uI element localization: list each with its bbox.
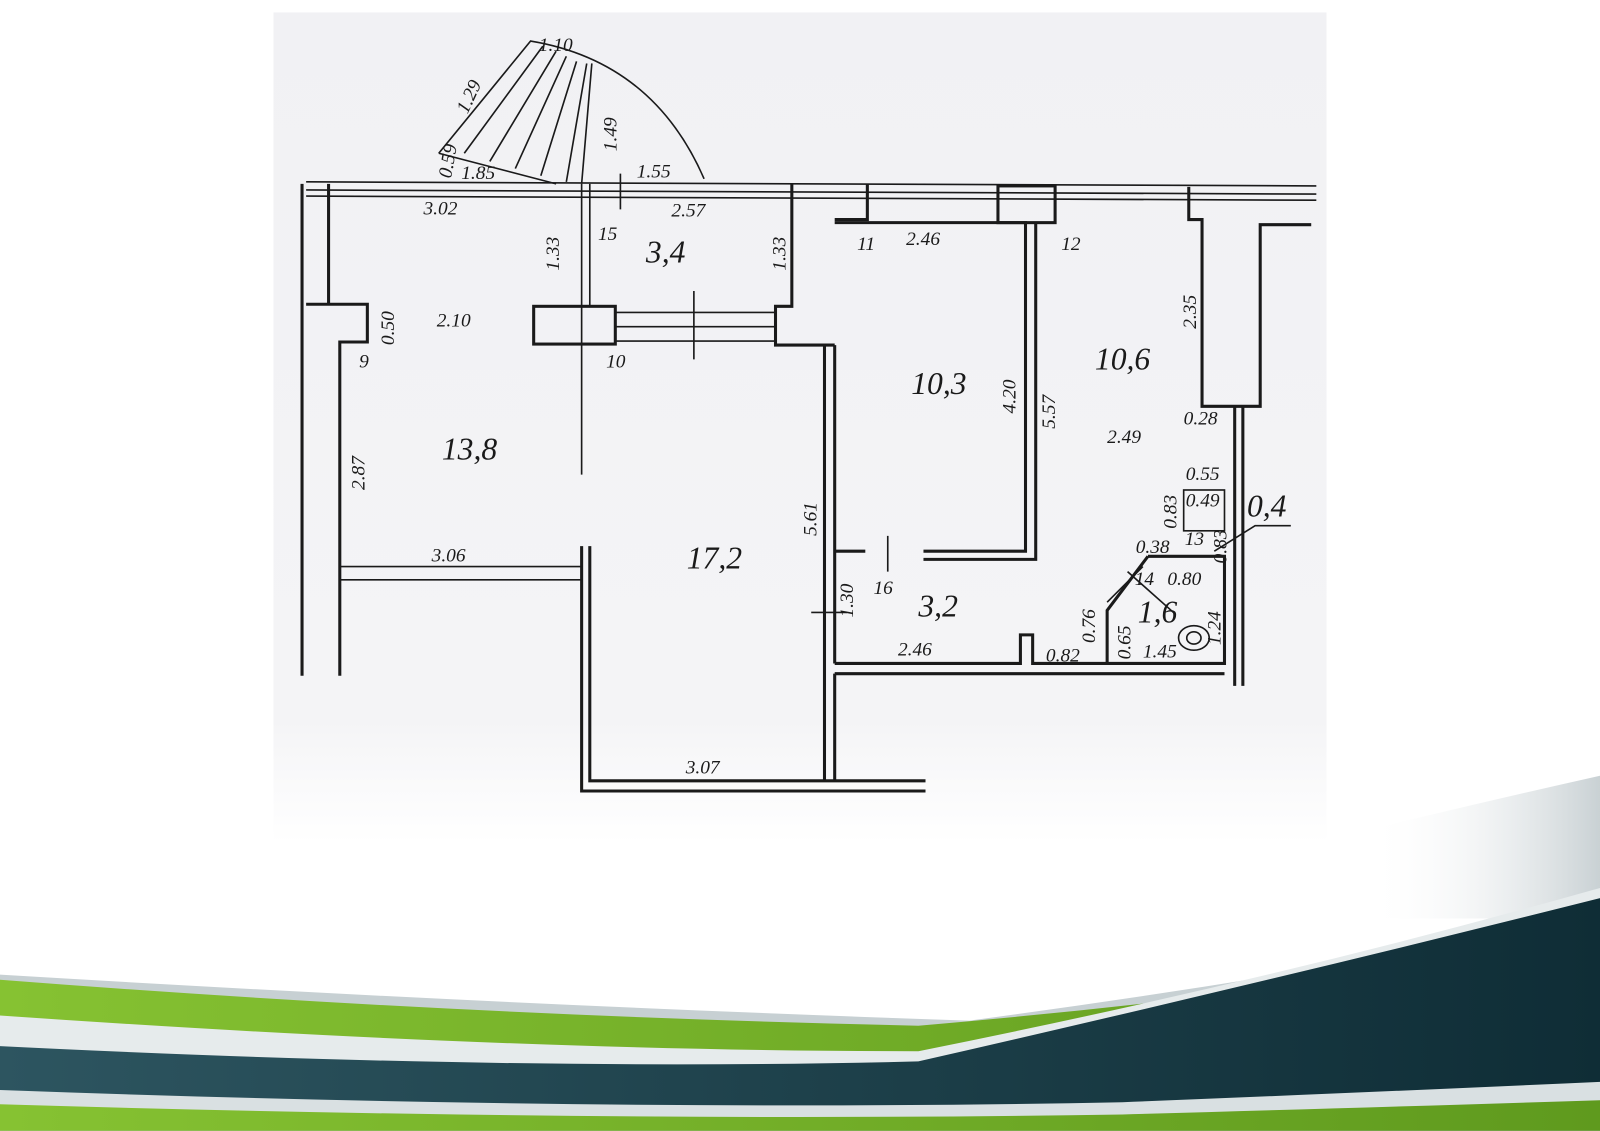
room-number: 14 bbox=[1135, 569, 1155, 590]
room-number: 13 bbox=[1185, 529, 1205, 550]
dimension-labels: 1.10 1.29 0.59 1.85 1.49 1.55 3.02 2.57 … bbox=[348, 35, 1231, 778]
dimension-label: 1.55 bbox=[637, 162, 671, 183]
dimension-label: 1.45 bbox=[1143, 641, 1177, 662]
room-number: 12 bbox=[1061, 234, 1081, 255]
dimension-label: 2.46 bbox=[906, 229, 940, 250]
dimension-label: 0.83 bbox=[1161, 495, 1182, 529]
dimension-label: 2.35 bbox=[1180, 295, 1201, 329]
dimension-label: 3.02 bbox=[422, 198, 457, 219]
dimension-label: 2.10 bbox=[437, 311, 471, 332]
floor-plan-walls bbox=[300, 40, 1317, 793]
dimension-label: 1.24 bbox=[1204, 611, 1225, 645]
room-area-label: 1,6 bbox=[1138, 595, 1178, 630]
dimension-label: 0.82 bbox=[1046, 645, 1080, 666]
dimension-label: 3.06 bbox=[431, 545, 466, 566]
dimension-label: 4.20 bbox=[999, 379, 1020, 413]
dimension-label: 2.49 bbox=[1107, 427, 1141, 448]
room-area-label: 3,2 bbox=[917, 589, 958, 624]
room-area-label: 10,6 bbox=[1095, 342, 1151, 377]
dimension-label: 0.28 bbox=[1184, 409, 1218, 430]
dimension-label: 2.57 bbox=[671, 201, 706, 222]
dimension-label: 0.38 bbox=[1136, 537, 1170, 558]
dimension-label: 3.07 bbox=[685, 758, 721, 779]
room-number: 15 bbox=[598, 224, 618, 245]
room-area-label: 3,4 bbox=[645, 234, 686, 269]
room-area-label: 17,2 bbox=[687, 541, 743, 576]
dimension-label: 1.30 bbox=[837, 583, 858, 617]
dimension-label: 1.49 bbox=[600, 117, 621, 151]
room-number: 16 bbox=[873, 578, 893, 599]
room-number: 11 bbox=[857, 234, 875, 255]
room-number: 10 bbox=[606, 352, 626, 373]
dimension-label: 0.83 bbox=[1211, 529, 1232, 563]
dimension-label: 0.50 bbox=[378, 311, 399, 345]
dimension-label: 0.76 bbox=[1079, 609, 1100, 643]
dimension-label: 1.33 bbox=[543, 236, 564, 270]
dimension-label: 0.80 bbox=[1167, 569, 1201, 590]
room-area-label: 0,4 bbox=[1247, 489, 1287, 524]
room-number: 9 bbox=[359, 352, 369, 373]
dimension-label: 1.85 bbox=[461, 163, 495, 184]
dimension-label: 2.46 bbox=[898, 639, 932, 660]
dimension-label: 5.57 bbox=[1039, 394, 1060, 429]
dimension-label: 0.65 bbox=[1115, 625, 1136, 659]
floor-plan-paper bbox=[273, 12, 1327, 844]
room-area-label: 13,8 bbox=[442, 431, 498, 466]
dimension-label: 2.87 bbox=[348, 455, 369, 490]
dimension-label: 1.33 bbox=[770, 236, 791, 270]
room-area-label: 10,3 bbox=[911, 366, 966, 401]
decorative-swoosh bbox=[0, 775, 1600, 1131]
dimension-label: 1.10 bbox=[539, 35, 573, 56]
dimension-label: 0.49 bbox=[1186, 490, 1220, 511]
dimension-label: 0.55 bbox=[1186, 464, 1220, 485]
dimension-label: 5.61 bbox=[800, 502, 821, 536]
